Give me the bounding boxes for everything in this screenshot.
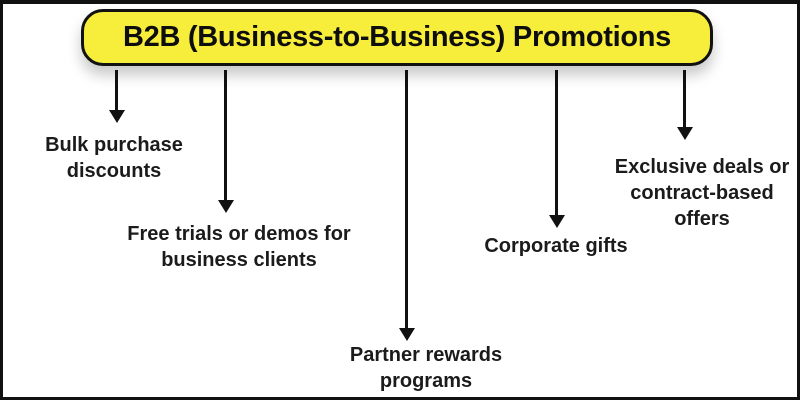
diagram-title-box: B2B (Business-to-Business) Promotions: [81, 9, 713, 66]
branch-label-corporate-gifts: Corporate gifts: [484, 235, 628, 257]
connector-arrow-bulk-purchase: [115, 70, 118, 111]
connector-arrow-free-trials: [224, 70, 227, 201]
branch-label-bulk-purchase: Bulk purchase discounts: [45, 134, 183, 182]
connector-arrow-exclusive-deals: [683, 70, 686, 128]
diagram-title: B2B (Business-to-Business) Promotions: [122, 21, 672, 53]
branch-label-partner-rewards: Partner rewards programs: [349, 344, 503, 392]
connector-arrow-partner-rewards: [405, 70, 408, 329]
connector-arrow-corporate-gifts: [555, 70, 558, 216]
branch-label-exclusive-deals: Exclusive deals or contract-based offers: [614, 156, 790, 230]
branch-label-free-trials: Free trials or demos for business client…: [127, 223, 351, 271]
